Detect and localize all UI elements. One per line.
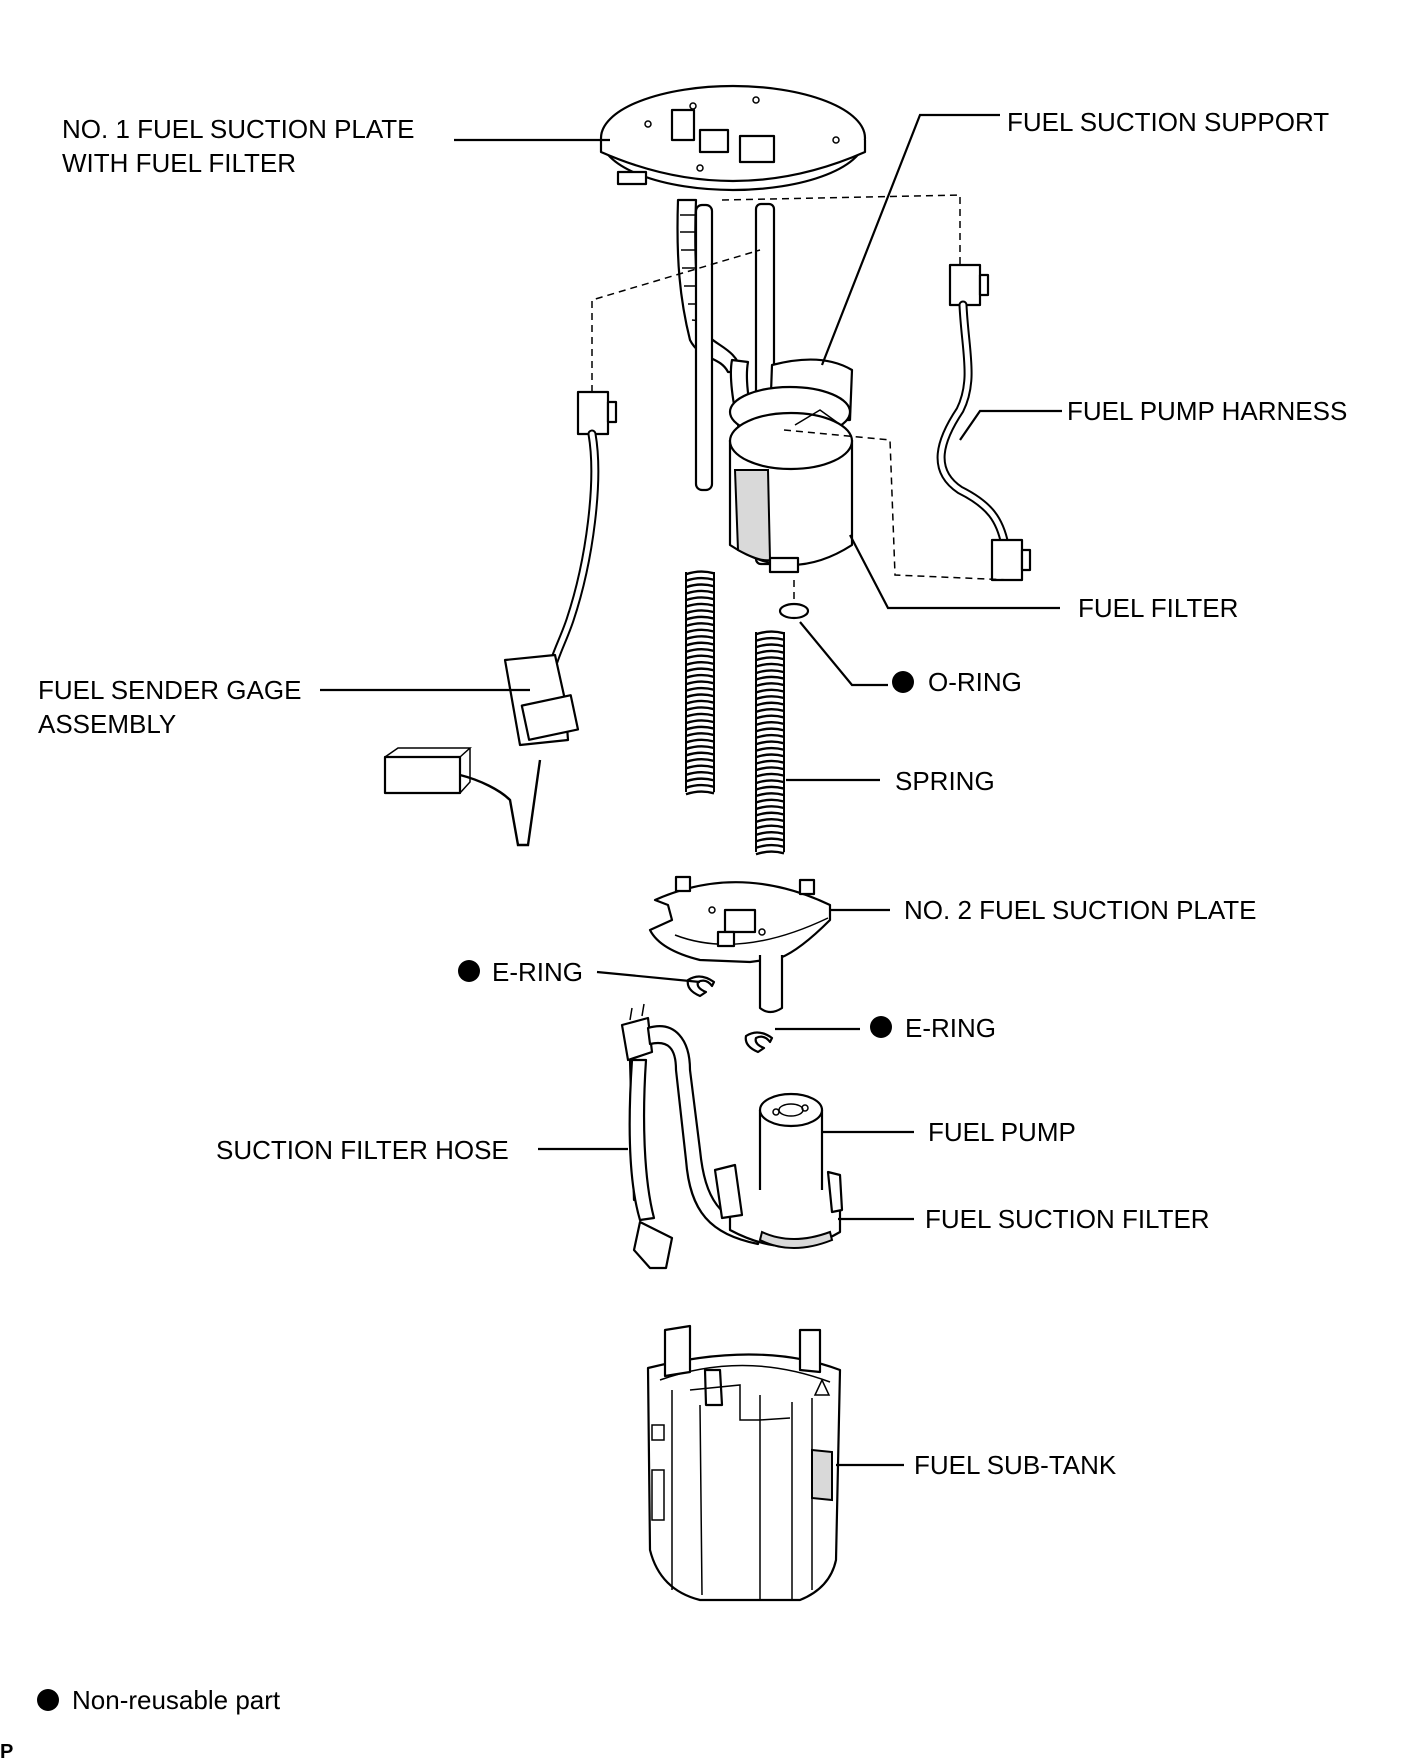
o-ring-drawing bbox=[778, 602, 810, 620]
e-ring-left-drawing bbox=[686, 975, 716, 998]
label-no1-plate-line1: NO. 1 FUEL SUCTION PLATE bbox=[62, 114, 415, 144]
label-fuel-pump-harness: FUEL PUMP HARNESS bbox=[1067, 396, 1347, 426]
label-fuel-sub-tank: FUEL SUB-TANK bbox=[914, 1450, 1117, 1480]
label-fuel-sender-line1: FUEL SENDER GAGE bbox=[38, 675, 301, 705]
label-fuel-suction-filter: FUEL SUCTION FILTER bbox=[925, 1204, 1210, 1234]
non-reusable-bullet-o-ring bbox=[892, 671, 914, 693]
leader-lines bbox=[320, 113, 1062, 1467]
fuel-sub-tank-drawing bbox=[646, 1324, 842, 1602]
e-ring-right-drawing bbox=[744, 1031, 774, 1054]
non-reusable-bullet-legend bbox=[37, 1689, 59, 1711]
spring-right-drawing bbox=[755, 630, 785, 856]
non-reusable-bullet-e-ring-right bbox=[870, 1016, 892, 1038]
fuel-filter-drawing bbox=[728, 358, 854, 574]
alignment-dashed-lines bbox=[591, 194, 1011, 605]
no1-fuel-suction-plate-drawing bbox=[599, 84, 867, 566]
label-spring: SPRING bbox=[895, 766, 995, 796]
fuel-pump-harness-drawing bbox=[936, 263, 1032, 582]
fuel-sender-gage-drawing bbox=[383, 390, 618, 847]
no2-fuel-suction-plate-drawing bbox=[648, 875, 832, 1014]
suction-filter-hose-drawing bbox=[620, 1003, 762, 1270]
legend-non-reusable-text: Non-reusable part bbox=[72, 1685, 281, 1715]
label-o-ring: O-RING bbox=[928, 667, 1022, 697]
label-fuel-suction-support: FUEL SUCTION SUPPORT bbox=[1007, 107, 1329, 137]
label-fuel-filter: FUEL FILTER bbox=[1078, 593, 1238, 623]
label-fuel-pump: FUEL PUMP bbox=[928, 1117, 1076, 1147]
non-reusable-bullet-e-ring-left bbox=[458, 960, 480, 982]
label-suction-filter-hose: SUCTION FILTER HOSE bbox=[216, 1135, 509, 1165]
corner-mark: P bbox=[0, 1741, 13, 1763]
label-e-ring-right: E-RING bbox=[905, 1013, 996, 1043]
label-no1-plate-line2: WITH FUEL FILTER bbox=[62, 148, 296, 178]
label-no2-plate: NO. 2 FUEL SUCTION PLATE bbox=[904, 895, 1257, 925]
label-e-ring-left: E-RING bbox=[492, 957, 583, 987]
spring-left-drawing bbox=[685, 570, 715, 796]
fuel-suction-filter-drawing bbox=[713, 1163, 844, 1249]
label-fuel-sender-line2: ASSEMBLY bbox=[38, 709, 176, 739]
